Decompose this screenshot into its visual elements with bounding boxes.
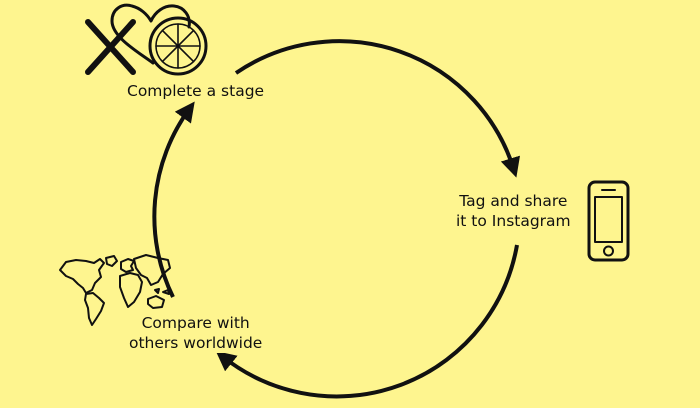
smartphone-icon xyxy=(587,180,630,262)
stage-label-compare: Compare with others worldwide xyxy=(125,313,267,353)
stage-label-complete: Complete a stage xyxy=(123,81,269,101)
stage-label-line: others worldwide xyxy=(129,334,263,352)
stage-label-line: Complete a stage xyxy=(127,82,265,100)
stage-label-line: Compare with xyxy=(141,314,250,332)
cycle-arc-share-to-compare xyxy=(215,244,519,399)
x-heart-citrus-icon xyxy=(85,3,208,76)
world-map-icon xyxy=(59,254,171,326)
stage-label-share: Tag and share it to Instagram xyxy=(452,191,575,231)
stage-label-line: Tag and share xyxy=(459,192,568,210)
cycle-arc-compare-to-complete xyxy=(152,101,195,298)
stage-label-line: it to Instagram xyxy=(456,212,571,230)
cycle-arc-complete-to-share xyxy=(234,39,520,178)
